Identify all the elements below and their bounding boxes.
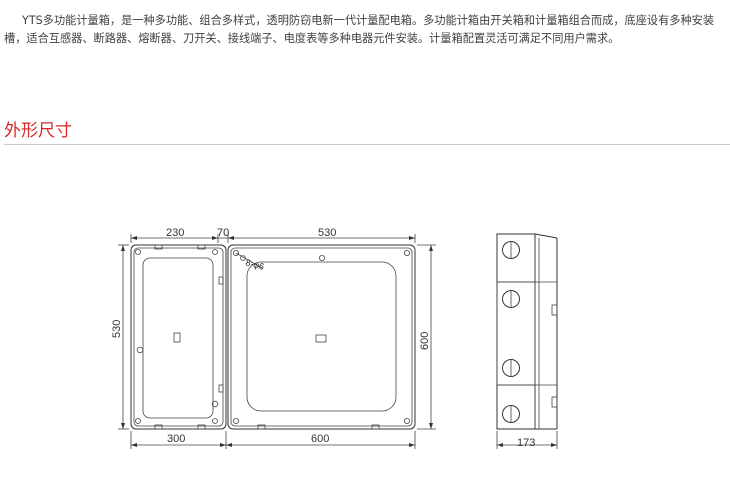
dim-bottom-left-width: 300 — [167, 433, 185, 445]
side-knockouts — [502, 241, 520, 423]
left-box-outline — [130, 244, 227, 430]
dim-top-right-width: 530 — [318, 227, 336, 239]
bottom-dimensions — [130, 431, 416, 449]
intro-paragraph: YTS多功能计量箱，是一种多功能、组合多样式，透明防窃电新一代计量配电箱。多功能… — [4, 12, 726, 47]
dim-top-gap: 70 — [217, 227, 229, 239]
hole-label: 8-φ6 — [244, 257, 265, 272]
left-box-details — [135, 244, 224, 430]
side-depth-dimension — [496, 431, 558, 449]
dim-side-depth: 173 — [517, 437, 535, 449]
dim-left-height: 530 — [111, 320, 123, 338]
dim-right-height: 600 — [419, 332, 431, 350]
left-dimension — [118, 244, 129, 430]
right-box-outline — [227, 244, 416, 430]
section-title: 外形尺寸 — [4, 121, 72, 141]
intro-text: YTS多功能计量箱，是一种多功能、组合多样式，透明防窃电新一代计量配电箱。多功能… — [4, 14, 715, 45]
top-dimensions — [130, 234, 416, 243]
dim-bottom-right-width: 600 — [311, 433, 329, 445]
section-divider — [4, 144, 730, 145]
dim-top-left-width: 230 — [166, 227, 184, 239]
right-box-details: 8-φ6 — [232, 249, 410, 430]
side-view — [496, 233, 558, 430]
right-dimension — [417, 244, 436, 430]
